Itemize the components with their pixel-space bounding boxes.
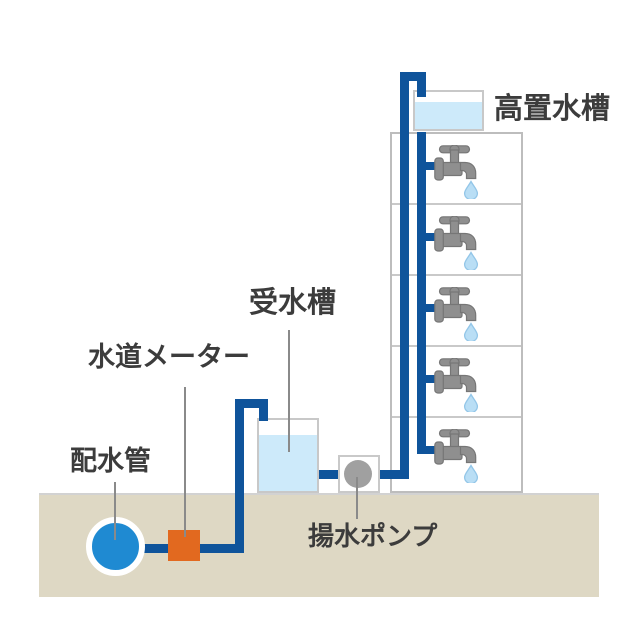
branch-pipe	[424, 233, 438, 241]
branch-pipe	[424, 446, 438, 454]
roof-elbow-pipe	[400, 72, 426, 81]
distribution-pipe-label: 配水管	[70, 446, 151, 476]
receiving-tank	[257, 418, 319, 493]
floor-divider	[392, 416, 521, 418]
inlet-drop-pipe	[259, 399, 268, 421]
inlet-elbow-pipe	[235, 399, 268, 408]
faucet-icon	[434, 429, 479, 483]
faucet-icon	[434, 287, 479, 341]
faucet-icon	[434, 145, 479, 199]
receiving-tank-label: 受水槽	[249, 287, 337, 319]
elevated-tank-water	[415, 102, 482, 129]
pump-icon	[344, 460, 372, 488]
elevated-tank-label: 高置水槽	[494, 93, 611, 125]
leader-line-distribution-pipe	[114, 482, 116, 540]
leader-line-pump	[356, 477, 358, 519]
elevated-tank	[413, 90, 484, 131]
leader-line-receiving-tank	[288, 330, 290, 452]
down-feed-pipe	[417, 132, 426, 454]
tank-inlet-pipe	[417, 72, 426, 97]
main-riser-pipe	[400, 72, 409, 479]
water-meter-label: 水道メーター	[88, 342, 250, 372]
floor-divider	[392, 203, 521, 205]
branch-pipe	[424, 375, 438, 383]
faucet-icon	[434, 216, 479, 270]
leader-line-water-meter	[184, 387, 186, 537]
branch-pipe	[424, 304, 438, 312]
floor-divider	[392, 274, 521, 276]
branch-pipe	[424, 162, 438, 170]
faucet-icon	[434, 358, 479, 412]
floor-divider	[392, 345, 521, 347]
inlet-riser-pipe	[235, 399, 244, 553]
pump-label: 揚水ポンプ	[308, 521, 438, 551]
